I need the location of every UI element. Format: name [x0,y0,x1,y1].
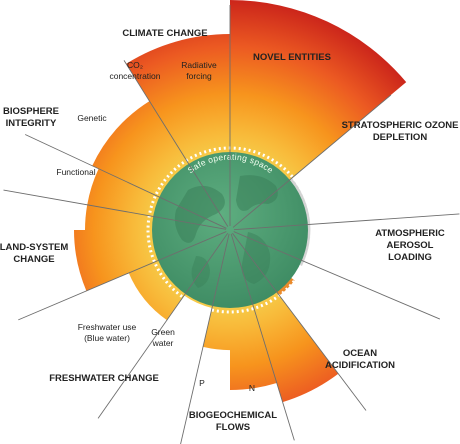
label-genetic: Genetic [77,113,107,123]
divider-line [233,231,441,320]
label-stratospheric-ozone-2: DEPLETION [373,132,428,143]
label-biosphere-integrity-1: BIOSPHERE [3,106,59,117]
label-green-water-1: Green [151,327,175,337]
label-biosphere-integrity-2: INTEGRITY [6,118,57,129]
label-biogeochemical-flows-1: BIOGEOCHEMICAL [189,410,277,421]
divider-line [18,231,227,321]
label-atmospheric-aerosol-1: ATMOSPHERIC [375,228,445,239]
divider-line [232,232,367,411]
label-phosphorus: P [199,378,205,388]
label-land-system-change-1: LAND-SYSTEM [0,242,68,253]
divider-line [97,233,229,419]
label-atmospheric-aerosol-2: AEROSOL [387,240,434,251]
divider-line [24,134,227,229]
label-stratospheric-ozone-1: STRATOSPHERIC OZONE [342,120,459,131]
divider-line [230,233,295,441]
label-radiative-1: Radiative [181,60,217,70]
divider-line [180,233,230,444]
label-nitrogen: N [249,383,255,393]
label-atmospheric-aerosol-3: LOADING [388,252,432,263]
label-radiative-2: forcing [186,71,212,81]
label-blue-water-1: Freshwater use [78,322,137,332]
sector-dividers [3,5,460,444]
label-ocean-acidification-1: OCEAN [343,348,377,359]
divider-line [3,189,227,230]
label-biogeochemical-flows-2: FLOWS [216,422,250,433]
label-co2-1: CO₂ [127,60,143,70]
divider-line [232,94,392,228]
label-climate-change: CLIMATE CHANGE [122,28,207,39]
label-green-water-2: water [152,338,174,348]
label-ocean-acidification-2: ACIDIFICATION [325,360,395,371]
label-functional: Functional [56,167,95,177]
divider-line [123,60,229,227]
label-blue-water-2: (Blue water) [84,333,130,343]
divider-line [233,213,460,231]
label-freshwater-change: FRESHWATER CHANGE [49,373,159,384]
label-land-system-change-2: CHANGE [13,254,54,265]
label-novel-entities: NOVEL ENTITIES [253,52,331,63]
label-co2-2: concentration [109,71,160,81]
